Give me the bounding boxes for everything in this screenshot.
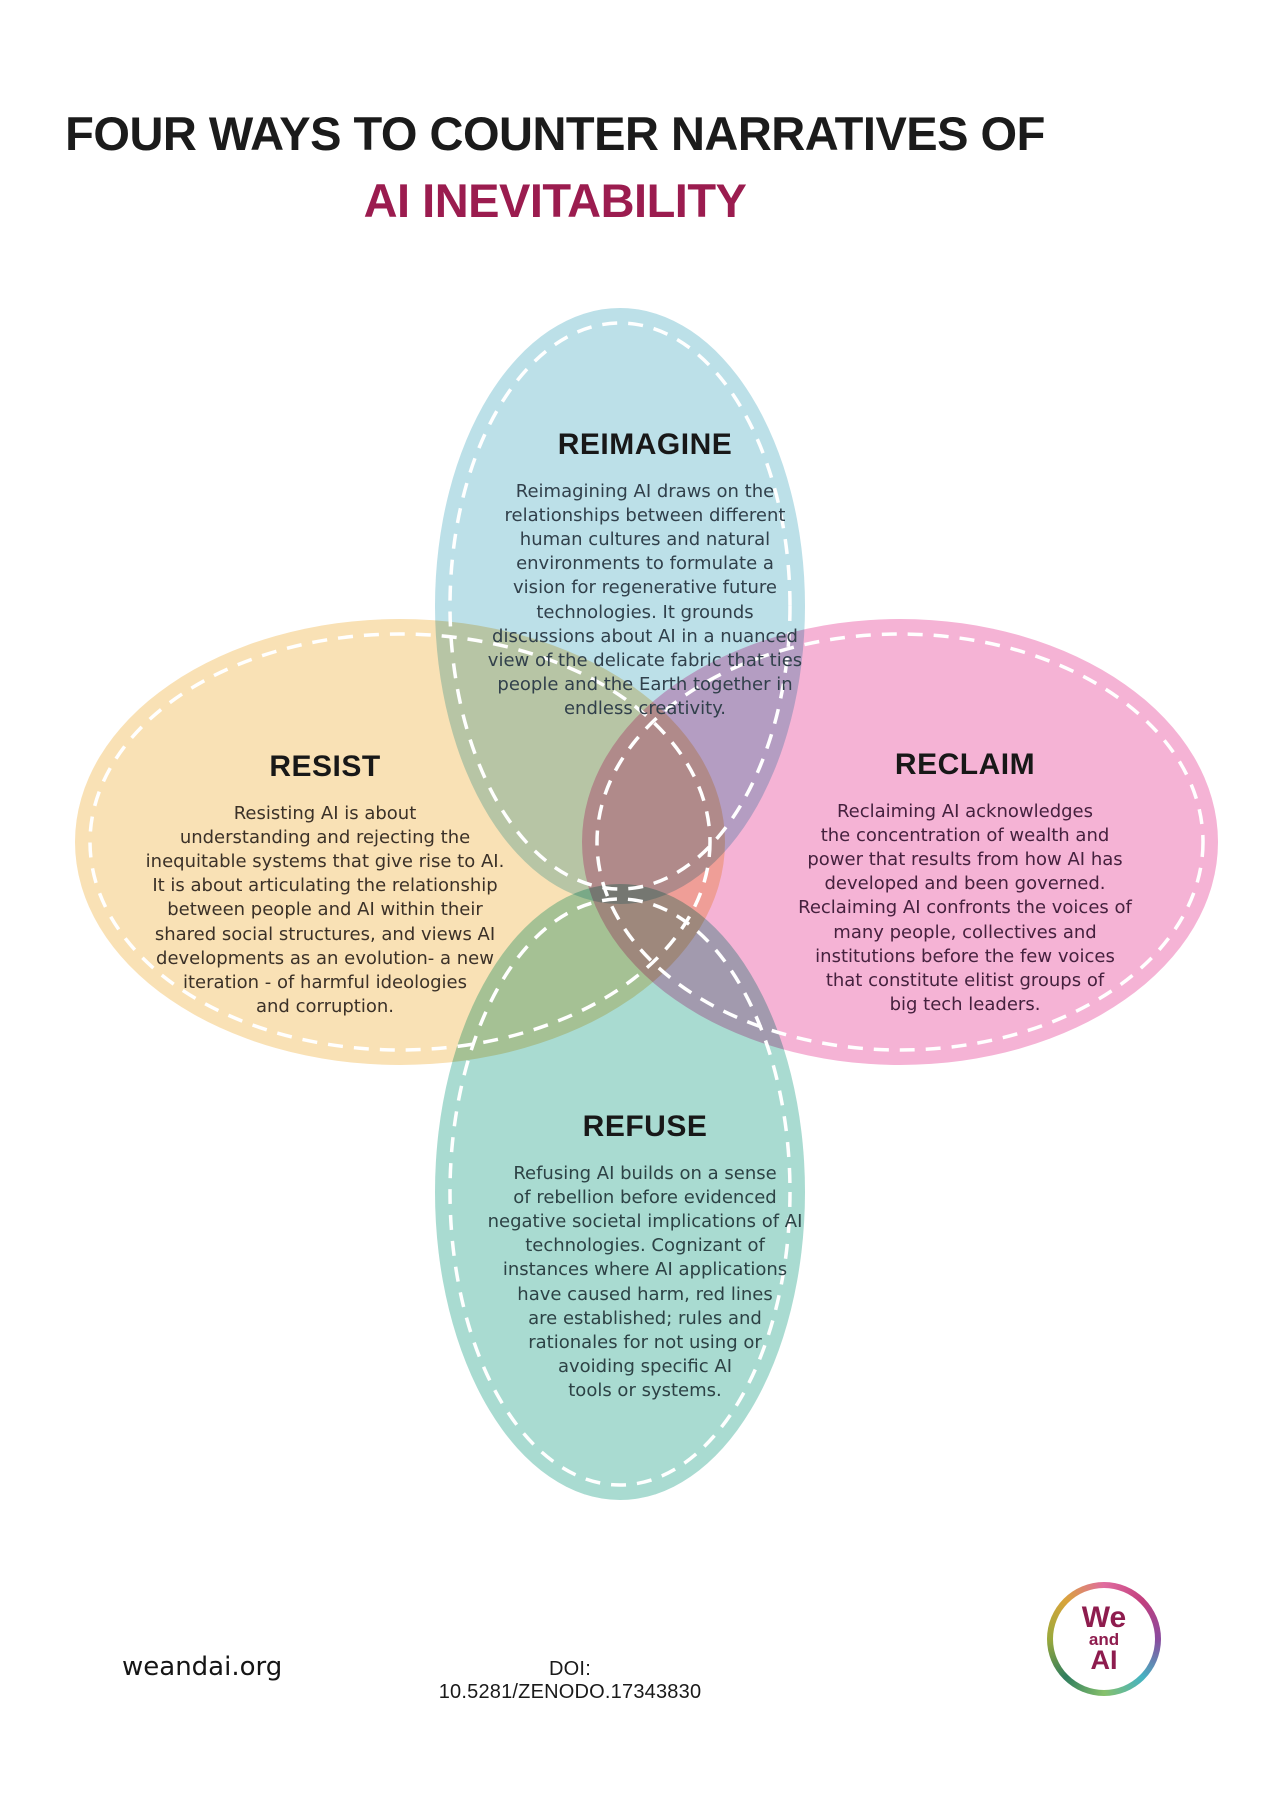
page-title: FOUR WAYS TO COUNTER NARRATIVES OF	[65, 107, 1045, 160]
logo-line-we: We	[1081, 1601, 1127, 1634]
resist-heading: RESIST	[269, 750, 381, 783]
petal-refuse-dashed-outline	[448, 897, 792, 1487]
footer-website: weandai.org	[122, 1652, 283, 1682]
resist-section: RESIST Resisting AI is about understandi…	[105, 750, 545, 1019]
petal-reclaim-dashed-outline	[595, 632, 1205, 1052]
petal-refuse	[435, 884, 805, 1500]
reimagine-section: REIMAGINE Reimagining AI draws on the re…	[445, 428, 845, 721]
reclaim-body: Reclaiming AI acknowledges the concentra…	[798, 801, 1132, 1015]
reimagine-body: Reimagining AI draws on the relationship…	[487, 481, 803, 719]
reclaim-section: RECLAIM Reclaiming AI acknowledges the c…	[750, 748, 1180, 1017]
logo-ring-icon	[1047, 1582, 1161, 1696]
petal-reclaim	[582, 619, 1218, 1065]
petal-reimagine-dashed-outline	[448, 321, 792, 891]
footer-doi: DOI: 10.5281/ZENODO.17343830	[438, 1658, 702, 1703]
logo-line-and: and	[1088, 1630, 1120, 1649]
logo-line-ai: AI	[1090, 1645, 1118, 1675]
logo-text: We and AI	[1047, 1582, 1161, 1696]
title-block: FOUR WAYS TO COUNTER NARRATIVES OF AI IN…	[0, 106, 1110, 228]
reimagine-heading: REIMAGINE	[557, 428, 733, 461]
refuse-body: Refusing AI builds on a sense of rebelli…	[487, 1163, 803, 1401]
weandai-logo: We and AI	[1047, 1582, 1161, 1696]
refuse-heading: REFUSE	[582, 1110, 708, 1143]
page-subtitle: AI INEVITABILITY	[363, 174, 747, 227]
refuse-section: REFUSE Refusing AI builds on a sense of …	[445, 1110, 845, 1403]
resist-body: Resisting AI is about understanding and …	[145, 803, 505, 1017]
reclaim-heading: RECLAIM	[894, 748, 1036, 781]
petal-resist-dashed-outline	[88, 632, 712, 1052]
